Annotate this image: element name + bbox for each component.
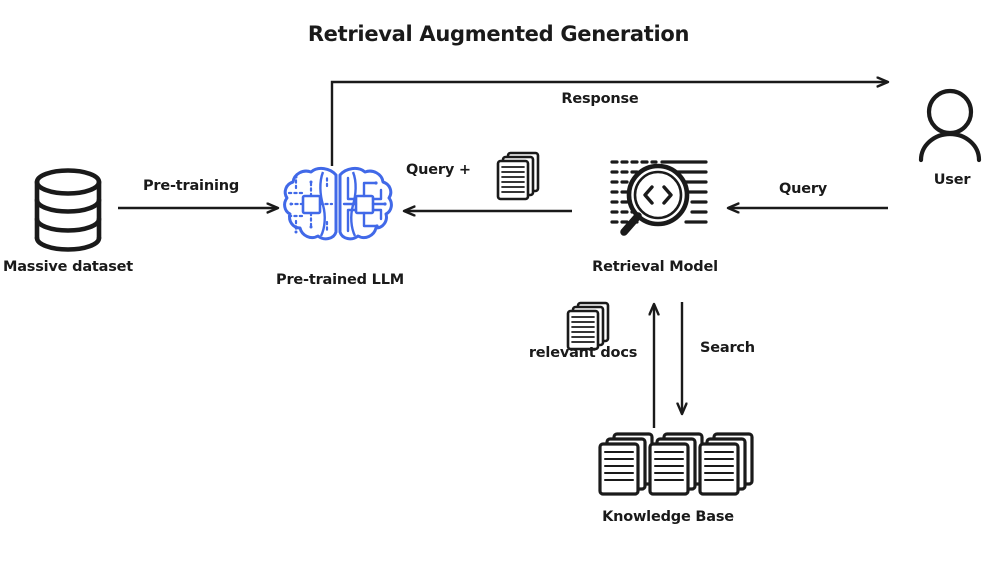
brain-circuit-icon [283, 166, 393, 241]
edge-label-query: Query [778, 181, 828, 197]
database-cylinder-icon [34, 168, 102, 252]
edge-label-response: Response [561, 91, 639, 107]
edge-response [330, 82, 888, 166]
magnifying-glass-code-icon [610, 160, 708, 236]
user-avatar-icon [918, 88, 982, 163]
edge-label-pretraining: Pre-training [142, 178, 240, 194]
document-stack-icon [566, 301, 610, 351]
document-stacks-icon: ođ [598, 432, 754, 496]
node-label-knowledge-base: Knowledge Base [602, 509, 734, 525]
query-document-stack-icon [496, 151, 540, 201]
node-label-relevant-docs: relevant docs [528, 345, 638, 361]
node-label-pretrained-llm: Pre-trained LLM [276, 272, 404, 288]
page-title: Retrieval Augmented Generation [307, 22, 690, 46]
node-label-user: User [933, 172, 971, 188]
edge-label-query-plus: Query + [406, 162, 471, 178]
edge-label-search: Search [700, 340, 755, 356]
node-label-massive-dataset: Massive dataset [2, 259, 134, 275]
node-label-retrieval-model: Retrieval Model [592, 259, 718, 275]
